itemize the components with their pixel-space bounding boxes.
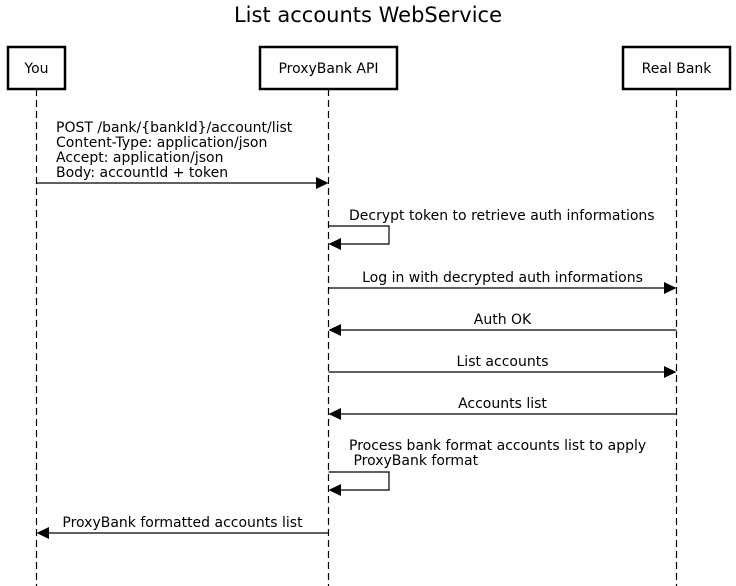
participant-label-bank: Real Bank	[642, 61, 713, 77]
diagram-title: List accounts WebService	[234, 3, 502, 27]
participant-bank: Real Bank	[621, 45, 732, 586]
participant-label-you: You	[23, 61, 48, 77]
message-list-accounts: List accounts	[328, 354, 677, 378]
participant-box-bank	[621, 45, 732, 91]
self-message-arrow	[328, 471, 390, 491]
message-label-line: ProxyBank formatted accounts list	[62, 515, 303, 531]
message-label-line: List accounts	[457, 354, 549, 370]
arrowhead	[328, 324, 341, 336]
message-accounts-list: Accounts list	[328, 396, 677, 420]
self-message-arrow	[328, 225, 390, 245]
arrowhead	[328, 238, 341, 250]
message-label-line: Accept: application/json	[56, 150, 223, 166]
message-label-line: Accounts list	[458, 396, 547, 412]
arrowhead	[664, 282, 677, 294]
message-label-line: Decrypt token to retrieve auth informati…	[349, 208, 655, 224]
message-label-line: Body: accountId + token	[56, 165, 228, 181]
message-post-request: POST /bank/{bankId}/account/list Content…	[36, 120, 329, 189]
message-label-line: Process bank format accounts list to app…	[349, 438, 646, 454]
participant-label-api: ProxyBank API	[278, 61, 378, 77]
arrowhead	[328, 408, 341, 420]
message-label-line: Auth OK	[474, 312, 532, 328]
participant-box-api	[258, 45, 399, 91]
arrowhead	[316, 177, 329, 189]
message-process-format: Process bank format accounts list to app…	[328, 438, 646, 496]
message-label-line: ProxyBank format	[349, 453, 479, 469]
message-auth-ok: Auth OK	[328, 312, 677, 336]
message-label-line: POST /bank/{bankId}/account/list	[56, 120, 293, 136]
participant-api: ProxyBank API	[258, 45, 399, 586]
message-label-line: Content-Type: application/json	[56, 135, 267, 151]
arrowhead	[664, 366, 677, 378]
participant-you: You	[6, 45, 67, 586]
participant-box-you	[6, 45, 67, 91]
arrowhead	[328, 484, 341, 496]
arrowhead	[36, 527, 49, 539]
message-login: Log in with decrypted auth informations	[328, 270, 677, 294]
message-decrypt-token: Decrypt token to retrieve auth informati…	[328, 208, 655, 250]
message-formatted-response: ProxyBank formatted accounts list	[36, 515, 329, 539]
message-label-line: Log in with decrypted auth informations	[362, 270, 643, 286]
